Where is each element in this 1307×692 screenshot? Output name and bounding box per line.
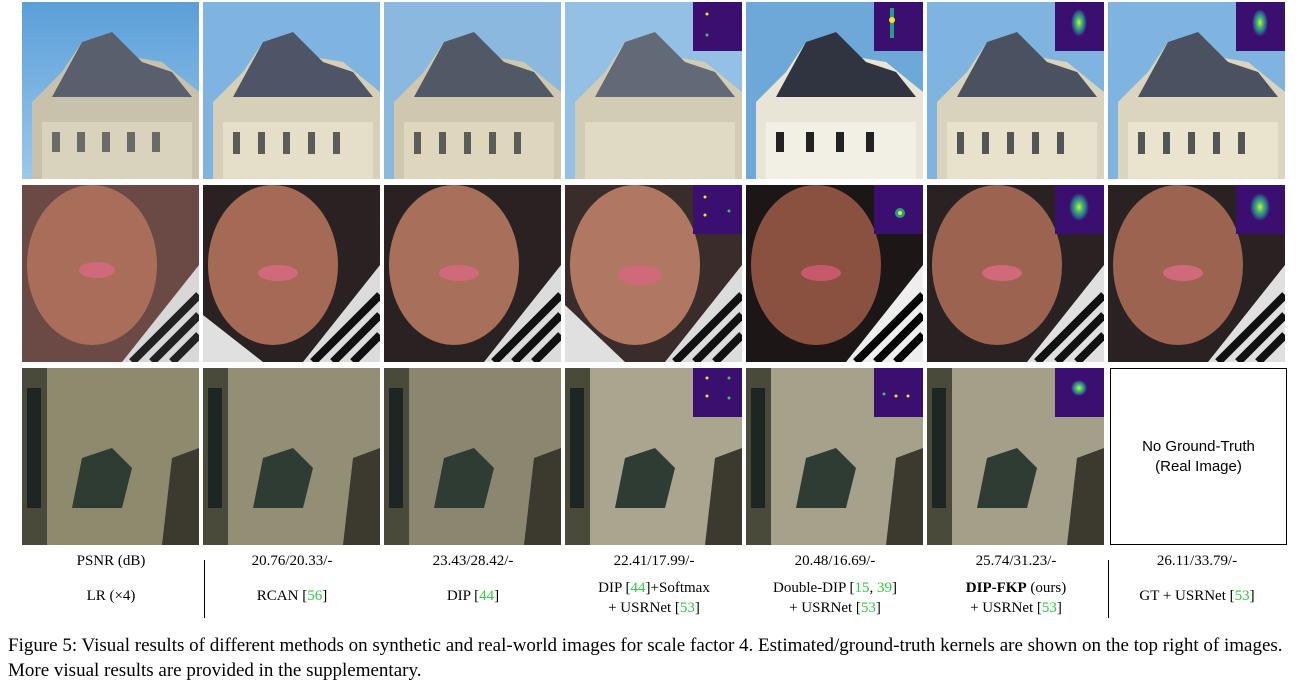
estimated-kernel-icon [874, 2, 923, 51]
estimated-kernel-icon [1055, 185, 1104, 234]
citation[interactable]: 15 [854, 580, 870, 596]
method-text: Double-DIP [ [772, 580, 855, 596]
method-text: ]+Softmax [645, 580, 710, 596]
method-text: + USRNet [ [608, 600, 680, 616]
psnr-double-dip: 20.48/16.69/- [794, 553, 876, 569]
method-label-dip-softmax: DIP [44]+Softmax + USRNet [53] [563, 578, 745, 618]
estimated-kernel-icon [874, 185, 923, 234]
real-image-text: (Real Image) [1155, 457, 1242, 475]
citation[interactable]: 53 [1041, 600, 1057, 616]
estimated-kernel-icon [693, 2, 742, 51]
face-double-dip-image [746, 185, 923, 362]
no-ground-truth-box: No Ground-Truth (Real Image) [1110, 368, 1287, 545]
method-text: + USRNet [ [789, 600, 861, 616]
method-text: ] [322, 588, 328, 604]
ground-truth-kernel-icon [1236, 2, 1285, 51]
method-text: DIP [ [446, 588, 480, 604]
method-text: ] [494, 588, 500, 604]
estimated-kernel-icon [693, 185, 742, 234]
divider [1108, 560, 1109, 618]
castle-dip-softmax-image [565, 2, 742, 179]
psnr-rcan: 20.76/20.33/- [251, 553, 333, 569]
method-text: + USRNet [ [970, 600, 1042, 616]
method-text: (ours) [1026, 580, 1067, 596]
face-rcan-image [203, 185, 380, 362]
estimated-kernel-icon [693, 368, 742, 417]
method-text: GT + USRNet [ [1139, 588, 1235, 604]
face-gt-image [1108, 185, 1285, 362]
castle-lr-image [22, 2, 199, 179]
method-text: ] [1056, 600, 1062, 616]
statue-dip-image [384, 368, 561, 545]
citation[interactable]: 44 [479, 588, 495, 604]
statue-dip-softmax-image [565, 368, 742, 545]
method-text: RCAN [ [256, 588, 308, 604]
method-text: ] [1249, 588, 1255, 604]
estimated-kernel-icon [1055, 2, 1104, 51]
ground-truth-kernel-icon [1236, 185, 1285, 234]
estimated-kernel-icon [874, 368, 923, 417]
method-text: ] [892, 580, 897, 596]
statue-double-dip-image [746, 368, 923, 545]
castle-dip-image [384, 2, 561, 179]
divider [204, 560, 205, 618]
face-dip-fkp-image [927, 185, 1104, 362]
psnr-dip-fkp: 25.74/31.23/- [975, 553, 1057, 569]
citation[interactable]: 44 [630, 580, 646, 596]
method-label-double-dip: Double-DIP [15, 39] + USRNet [53] [772, 580, 897, 616]
method-label-rcan: RCAN [56] [201, 586, 383, 606]
psnr-dip: 23.43/28.42/- [432, 553, 514, 569]
no-ground-truth-text: No Ground-Truth [1142, 437, 1255, 455]
method-text: ] [875, 600, 881, 616]
citation[interactable]: 56 [307, 588, 323, 604]
method-label-dip-fkp: DIP-FKP (ours) + USRNet [53] [925, 578, 1107, 618]
statue-rcan-image [203, 368, 380, 545]
citation[interactable]: 53 [1234, 588, 1250, 604]
citation[interactable]: 39 [877, 580, 892, 596]
method-label-gt: GT + USRNet [53] [1106, 586, 1288, 606]
method-label-lr: LR (×4) [86, 588, 136, 604]
estimated-kernel-icon [1055, 368, 1104, 417]
castle-rcan-image [203, 2, 380, 179]
method-label-dip: DIP [44] [382, 586, 564, 606]
castle-gt-image [1108, 2, 1285, 179]
figure-caption: Figure 5: Visual results of different me… [8, 635, 1283, 681]
castle-dip-fkp-image [927, 2, 1104, 179]
method-labels: PSNR (dB) LR (×4) 20.76/20.33/- RCAN [56… [0, 548, 1307, 620]
method-name-bold: DIP-FKP [965, 580, 1027, 596]
method-text: DIP [ [598, 580, 631, 596]
citation[interactable]: 53 [860, 600, 876, 616]
psnr-gt: 26.11/33.79/- [1156, 553, 1238, 569]
psnr-header: PSNR (dB) [76, 553, 146, 569]
citation[interactable]: 53 [679, 600, 695, 616]
castle-double-dip-image [746, 2, 923, 179]
method-text: ] [694, 600, 700, 616]
statue-lr-image [22, 368, 199, 545]
statue-dip-fkp-image [927, 368, 1104, 545]
result-image-grid [22, 2, 1288, 545]
face-lr-image [22, 185, 199, 362]
face-dip-image [384, 185, 561, 362]
psnr-dip-softmax: 22.41/17.99/- [613, 553, 695, 569]
face-dip-softmax-image [565, 185, 742, 362]
